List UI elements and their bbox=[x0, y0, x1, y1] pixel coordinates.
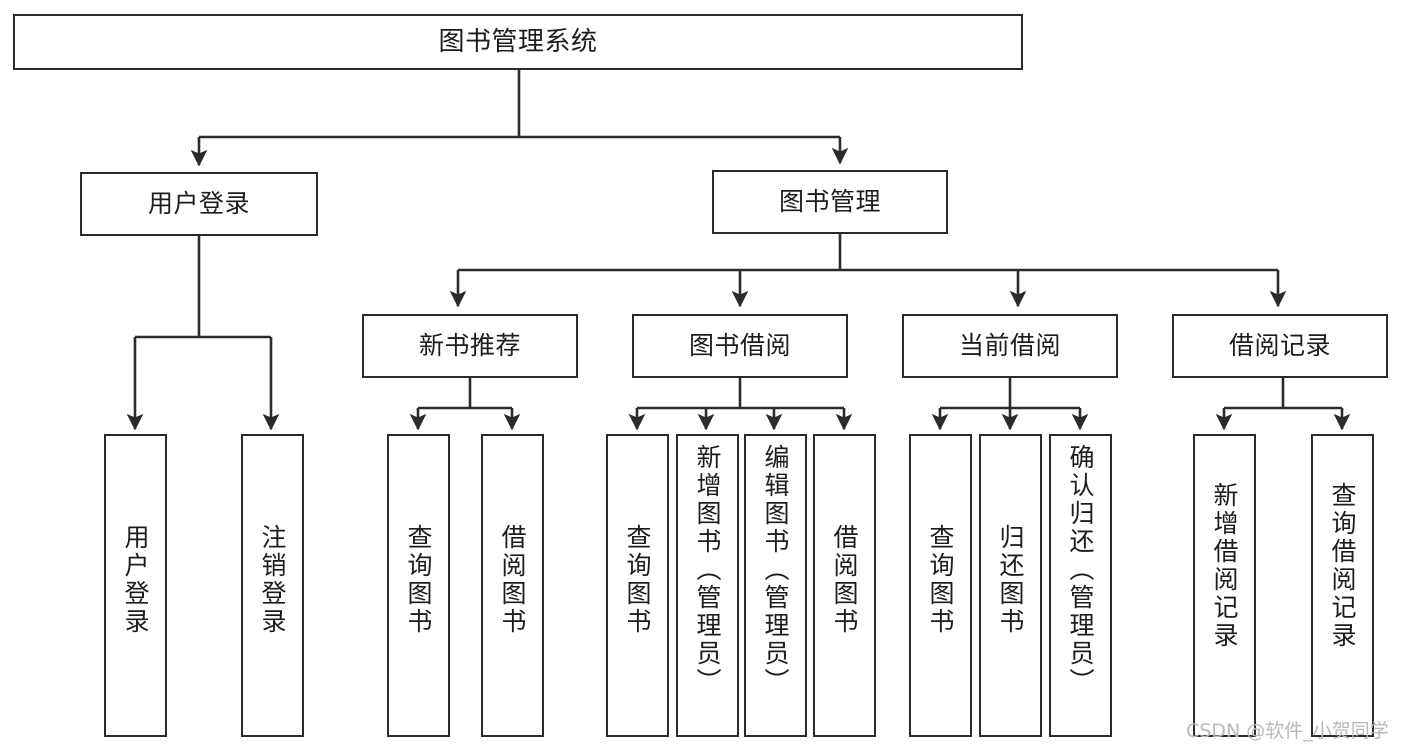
node-leaf-query-record[interactable]: 查询借阅记录 bbox=[1311, 434, 1374, 737]
csdn-watermark: CSDN @软件_小贺同学 bbox=[1186, 720, 1389, 742]
node-leaf-confirm-return[interactable]: 确认归还（管理员） bbox=[1049, 434, 1112, 737]
node-borrow-record-label: 借阅记录 bbox=[1228, 331, 1331, 361]
node-book-borrow-label: 图书借阅 bbox=[688, 331, 791, 361]
node-root-label: 图书管理系统 bbox=[438, 26, 598, 57]
node-leaf-query-book-3-label: 查询图书 bbox=[926, 524, 955, 636]
node-leaf-query-book-3[interactable]: 查询图书 bbox=[909, 434, 972, 737]
node-book-borrow[interactable]: 图书借阅 bbox=[632, 314, 848, 378]
node-leaf-borrow-book-2[interactable]: 借阅图书 bbox=[813, 434, 876, 737]
node-leaf-user-login[interactable]: 用户登录 bbox=[104, 434, 167, 737]
node-leaf-user-login-label: 用户登录 bbox=[121, 524, 150, 636]
node-leaf-borrow-book-2-label: 借阅图书 bbox=[830, 524, 859, 636]
node-leaf-add-record-label: 新增借阅记录 bbox=[1210, 482, 1239, 650]
node-book-manage[interactable]: 图书管理 bbox=[712, 170, 948, 234]
node-leaf-edit-book-label: 编辑图书（管理员） bbox=[761, 444, 790, 696]
node-leaf-add-book[interactable]: 新增图书（管理员） bbox=[676, 434, 739, 737]
node-leaf-logout-label: 注销登录 bbox=[258, 524, 287, 636]
node-new-book-rec[interactable]: 新书推荐 bbox=[362, 314, 578, 378]
node-current-borrow-label: 当前借阅 bbox=[958, 331, 1061, 361]
node-leaf-query-book-2-label: 查询图书 bbox=[623, 524, 652, 636]
node-leaf-logout[interactable]: 注销登录 bbox=[241, 434, 304, 737]
node-leaf-borrow-book-1[interactable]: 借阅图书 bbox=[481, 434, 544, 737]
node-user-login[interactable]: 用户登录 bbox=[80, 172, 318, 236]
node-leaf-edit-book[interactable]: 编辑图书（管理员） bbox=[744, 434, 807, 737]
node-leaf-query-record-label: 查询借阅记录 bbox=[1328, 482, 1357, 650]
node-book-manage-label: 图书管理 bbox=[778, 187, 881, 217]
node-leaf-return-book[interactable]: 归还图书 bbox=[979, 434, 1042, 737]
node-leaf-return-book-label: 归还图书 bbox=[996, 524, 1025, 636]
node-leaf-add-record[interactable]: 新增借阅记录 bbox=[1193, 434, 1256, 737]
node-borrow-record[interactable]: 借阅记录 bbox=[1172, 314, 1388, 378]
node-new-book-rec-label: 新书推荐 bbox=[418, 331, 521, 361]
node-leaf-query-book-1-label: 查询图书 bbox=[404, 524, 433, 636]
node-leaf-borrow-book-1-label: 借阅图书 bbox=[498, 524, 527, 636]
node-leaf-query-book-1[interactable]: 查询图书 bbox=[387, 434, 450, 737]
node-root[interactable]: 图书管理系统 bbox=[13, 14, 1023, 70]
node-leaf-query-book-2[interactable]: 查询图书 bbox=[606, 434, 669, 737]
node-user-login-label: 用户登录 bbox=[147, 189, 250, 219]
node-leaf-add-book-label: 新增图书（管理员） bbox=[693, 444, 722, 696]
node-current-borrow[interactable]: 当前借阅 bbox=[902, 314, 1118, 378]
node-leaf-confirm-return-label: 确认归还（管理员） bbox=[1066, 444, 1095, 696]
